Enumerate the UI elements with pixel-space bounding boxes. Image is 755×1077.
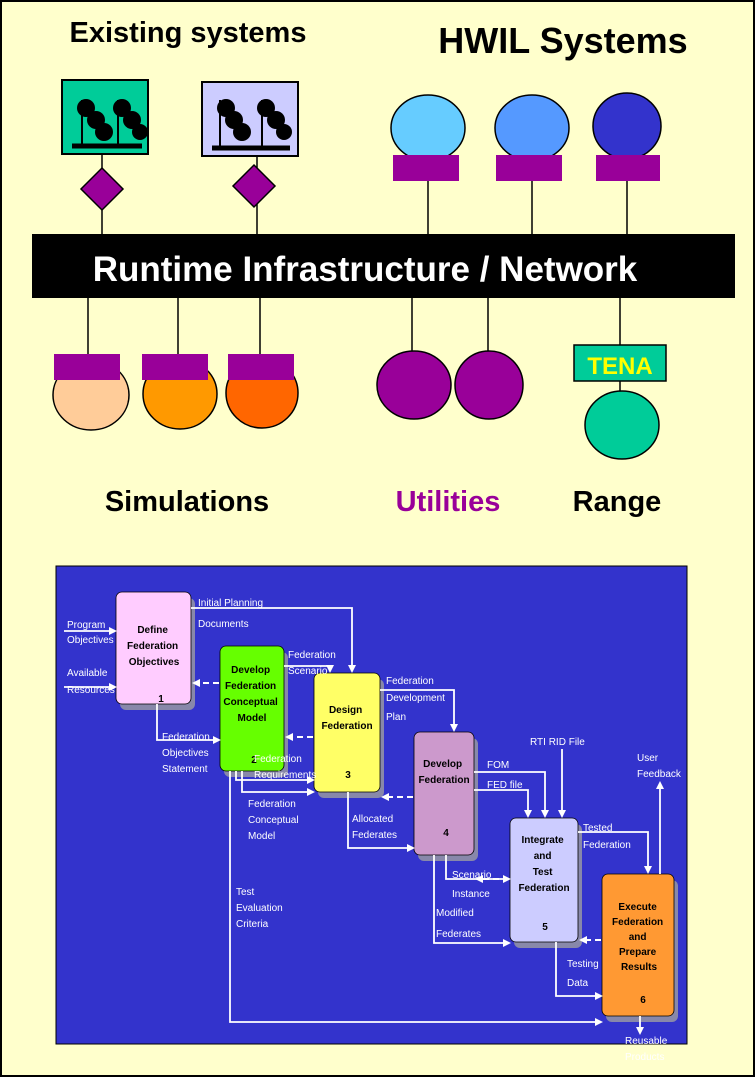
step-6-box	[601, 873, 678, 1022]
step-1-box	[115, 591, 195, 710]
flow-arrows	[64, 607, 664, 1035]
step-6-label: Execute Federation and Prepare Results	[612, 902, 666, 973]
interface-diamond-2	[231, 163, 277, 209]
feedback-arrows	[192, 679, 601, 944]
fed-file-label: FED file	[487, 780, 523, 791]
step-3-box	[313, 672, 384, 798]
simulations-label: Simulations	[105, 486, 269, 518]
existing-system-2	[201, 81, 299, 157]
step-4-box	[413, 731, 478, 861]
step-4-number: 4	[443, 828, 449, 839]
hwil-system-2	[494, 94, 570, 162]
step-5-box	[509, 817, 582, 948]
hwil-system-1	[390, 94, 466, 162]
hwil-systems-title: HWIL Systems	[438, 20, 687, 61]
step-4-label: Develop Federation	[418, 759, 469, 786]
runtime-network-bar	[32, 234, 735, 298]
utility-1	[376, 350, 452, 420]
range-label: Range	[573, 486, 662, 518]
network-label: Runtime Infrastructure / Network	[93, 250, 638, 289]
sim-connector-3	[228, 354, 294, 380]
step-5-number: 5	[542, 922, 548, 933]
step-1-label: Define Federation Objectives	[127, 625, 181, 668]
step-3-number: 3	[345, 770, 351, 781]
utilities-label: Utilities	[396, 486, 501, 518]
step-2-box	[219, 645, 288, 777]
fom-label: FOM	[487, 760, 509, 771]
existing-systems-title: Existing systems	[70, 17, 307, 49]
rti-rid-label: RTI RID File	[530, 737, 585, 748]
existing-system-1	[61, 79, 149, 155]
utility-2	[454, 350, 524, 420]
step-3-label: Design Federation	[321, 705, 372, 732]
hwil-system-3	[592, 92, 662, 160]
tena-box	[573, 344, 667, 382]
sim-connector-1	[54, 354, 120, 380]
sim-connector-2	[142, 354, 208, 380]
interface-diamond-1	[79, 166, 125, 212]
hwil-connector-1	[393, 155, 459, 181]
hwil-connector-3	[596, 155, 660, 181]
step-1-number: 1	[158, 694, 164, 705]
step-5-label: Integrate and Test Federation	[518, 835, 569, 894]
step-6-number: 6	[640, 995, 646, 1006]
step-2-label: Develop Federation Conceptual Model	[223, 665, 280, 724]
hwil-connector-2	[496, 155, 562, 181]
range-system	[584, 390, 660, 460]
step-2-number: 2	[251, 755, 257, 766]
tena-label: TENA	[587, 353, 652, 380]
